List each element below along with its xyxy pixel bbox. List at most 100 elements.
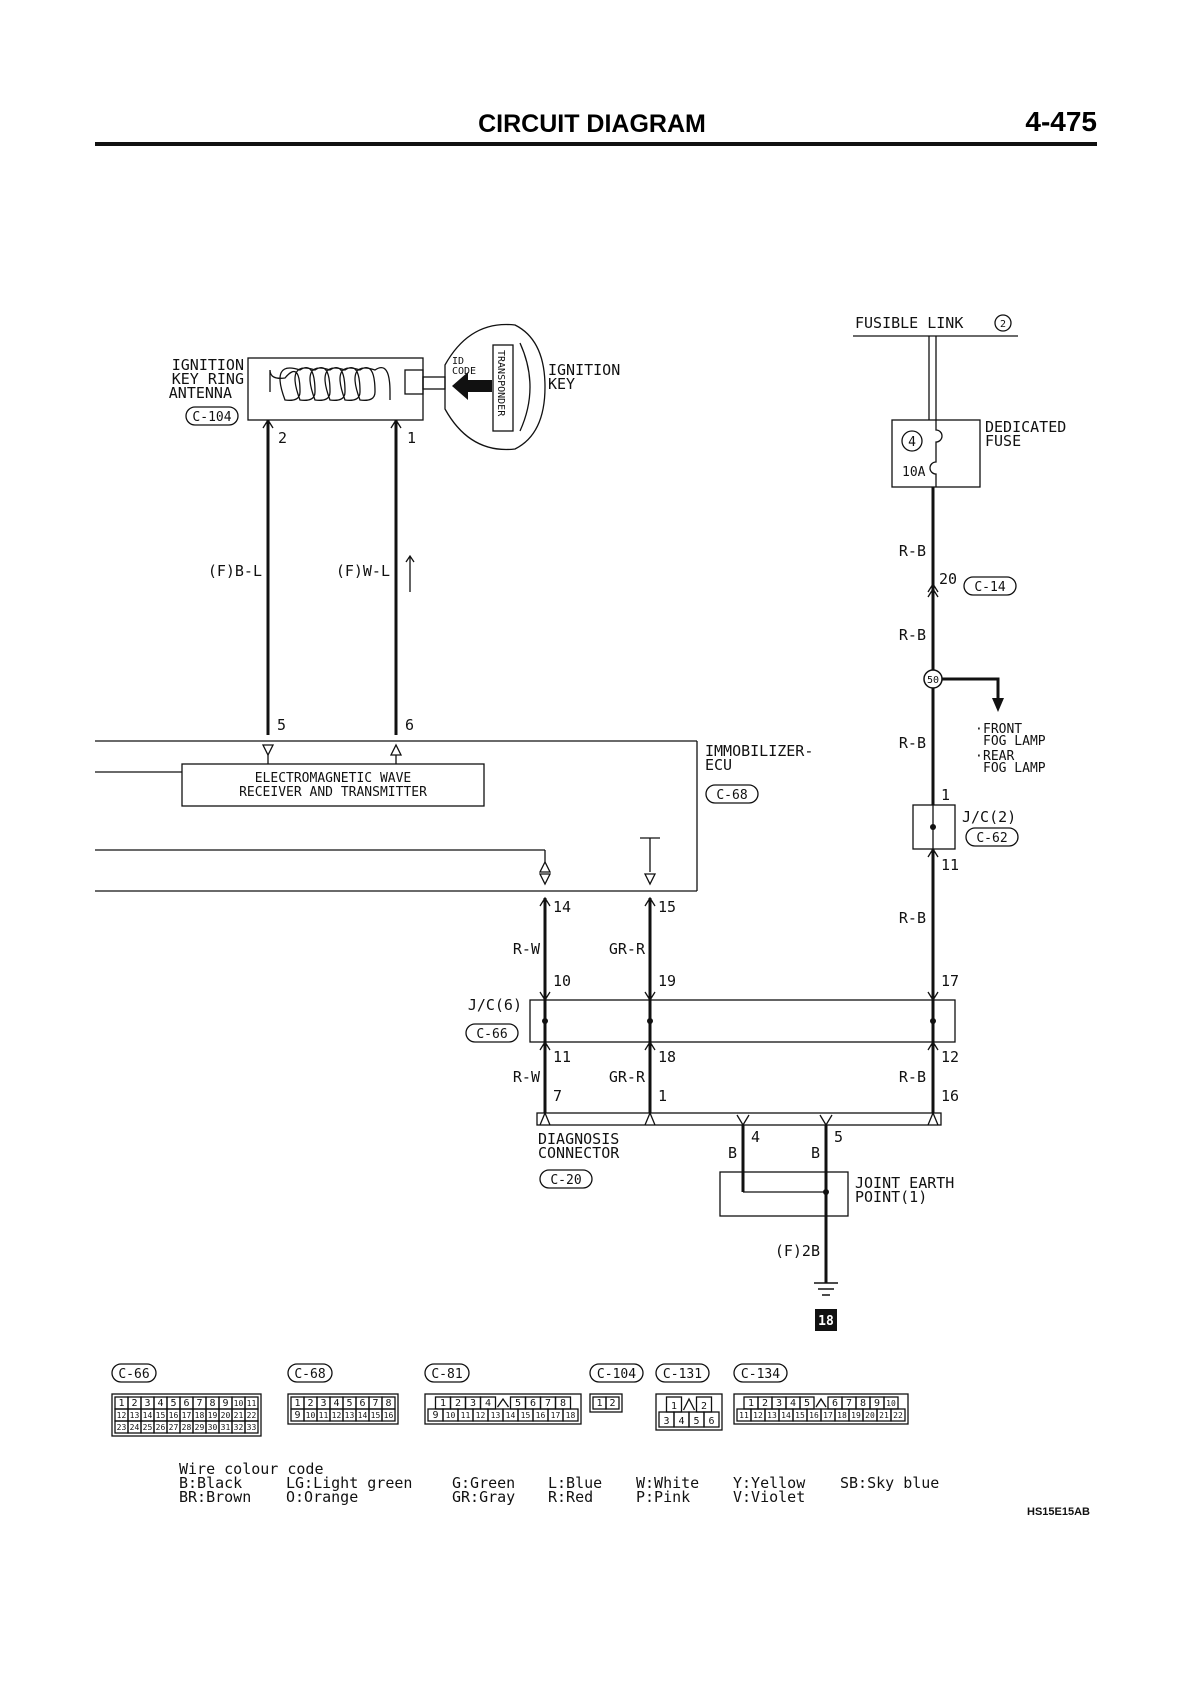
connector-view-pin: 18 — [566, 1411, 576, 1420]
connector-view-pin: 5 — [170, 1398, 176, 1409]
fusible-link-number: 2 — [1000, 319, 1006, 330]
connector-view-pin: 3 — [470, 1398, 476, 1409]
connector-view-pin: 10 — [446, 1411, 456, 1420]
connector-view-pin: 4 — [333, 1398, 339, 1409]
connector-view-pin: 30 — [208, 1423, 218, 1432]
jc6-pin-19: 19 — [658, 972, 676, 990]
earth-box — [719, 1171, 849, 1217]
jc2-dot — [930, 824, 936, 830]
fog-target-2: FOG LAMP — [983, 734, 1046, 749]
jc6-dot-3 — [930, 1018, 936, 1024]
connector-view-cavity — [605, 1396, 620, 1410]
receiver-label-2: RECEIVER AND TRANSMITTER — [239, 785, 427, 800]
wire-label-r-w-2: R-W — [513, 1068, 541, 1086]
connector-view-pin: 14 — [143, 1411, 153, 1420]
jc6-pin-18: 18 — [658, 1048, 676, 1066]
wire-label-r-b-1: R-B — [899, 542, 926, 560]
connector-view-pin: 4 — [485, 1398, 491, 1409]
antenna-block: IGNITION KEY RING ANTENNA C-104 2 1 — [169, 356, 424, 447]
pin14-bidirectional-icon — [538, 860, 552, 886]
legend-o: O:Orange — [286, 1488, 358, 1506]
key-label-1: IGNITION — [548, 361, 620, 379]
connector-view-pin: 4 — [790, 1398, 796, 1409]
connector-view-pin: 1 — [596, 1398, 602, 1409]
jc6-in-marks — [539, 991, 939, 1002]
connector-view-pin: 6 — [708, 1416, 714, 1427]
connector-view-title-5: C-134 — [741, 1367, 780, 1382]
wire-label-r-b-3: R-B — [899, 734, 926, 752]
earth-label-1: JOINT EARTH — [855, 1174, 954, 1192]
connector-view-key-icon — [815, 1397, 827, 1408]
connector-view-pin: 2 — [762, 1398, 768, 1409]
pin15-arrow-icon — [643, 873, 657, 886]
legend-l: L:Blue — [548, 1474, 602, 1492]
wire-label-r-b-2: R-B — [899, 626, 926, 644]
legend-w: W:White — [636, 1474, 699, 1492]
fog-lamp-dot-1: · — [975, 722, 983, 737]
splice-number: 50 — [927, 675, 939, 686]
key-head-icon — [444, 323, 546, 451]
fog-lamp-arrow-icon — [992, 698, 1004, 712]
connector-view-pin: 2 — [455, 1398, 461, 1409]
connector-view-pin: 21 — [234, 1411, 244, 1420]
jc6-connector-badge — [465, 1023, 519, 1043]
ecu-pin-14: 14 — [553, 898, 571, 916]
wire-label-r-b-4: R-B — [899, 909, 926, 927]
connector-view-pin: 14 — [781, 1411, 791, 1420]
connector-view-pin: 17 — [182, 1411, 192, 1420]
key-arc — [519, 342, 531, 432]
connector-view-pin: 26 — [156, 1423, 166, 1432]
connector-view-pin: 6 — [530, 1398, 536, 1409]
connector-view-pin: 11 — [319, 1411, 329, 1420]
connector-view-pin: 1 — [440, 1398, 446, 1409]
connector-view-pin: 1 — [748, 1398, 754, 1409]
jc6-pin-10: 10 — [553, 972, 571, 990]
ecu-connector-badge — [705, 784, 759, 804]
connector-view-pin: 18 — [837, 1411, 847, 1420]
connector-view-pin: 2 — [307, 1398, 313, 1409]
connector-view-pin: 11 — [461, 1411, 471, 1420]
legend-sb: SB:Sky blue — [840, 1474, 939, 1492]
wire-label-gr-r-2: GR-R — [609, 1068, 646, 1086]
wire-label-b-1: B — [728, 1144, 737, 1162]
connector-view-pin: 31 — [221, 1423, 231, 1432]
connector-view-pin: 10 — [306, 1411, 316, 1420]
fog-target-3: REAR — [983, 749, 1014, 764]
ecu-pin-5: 5 — [277, 716, 286, 734]
connector-view-pin: 8 — [385, 1398, 391, 1409]
connector-view-pin: 15 — [795, 1411, 805, 1420]
ecu-pin-15: 15 — [658, 898, 676, 916]
legend-lg: LG:Light green — [286, 1474, 412, 1492]
diag-bar — [536, 1112, 942, 1126]
connector-view-pin: 23 — [117, 1423, 127, 1432]
diag-pin-4: 4 — [751, 1128, 760, 1146]
c14-connector: C-14 — [974, 580, 1005, 595]
connector-view-pin: 8 — [860, 1398, 866, 1409]
connector-view-pin: 32 — [234, 1423, 244, 1432]
antenna-pin-2: 2 — [278, 429, 287, 447]
connector-view-pin: 21 — [879, 1411, 889, 1420]
connector-view-pin: 6 — [183, 1398, 189, 1409]
ecu-out-marks — [539, 896, 656, 907]
connector-view-pin: 7 — [196, 1398, 202, 1409]
page-title: CIRCUIT DIAGRAM — [478, 110, 706, 138]
jc6-out-marks — [539, 1040, 939, 1051]
ecu-pin-6: 6 — [405, 716, 414, 734]
legend-g: G:Green — [452, 1474, 515, 1492]
connector-view-pin: 16 — [536, 1411, 546, 1420]
connector-view-housing-5 — [733, 1393, 909, 1425]
diag-pin-16: 16 — [941, 1087, 959, 1105]
diag-label-1: DIAGNOSIS — [538, 1130, 619, 1148]
connector-view-pin: 22 — [893, 1411, 903, 1420]
legend-br: BR:Brown — [179, 1488, 251, 1506]
antenna-connector: C-104 — [192, 410, 231, 425]
connector-view-pin: 3 — [320, 1398, 326, 1409]
receiver-label-1: ELECTROMAGNETIC WAVE — [255, 771, 412, 786]
connector-view-pin: 11 — [247, 1399, 257, 1408]
transponder-label: TRANSPONDER — [495, 350, 506, 417]
immobilizer-ecu: ELECTROMAGNETIC WAVE RECEIVER AND TRANSM… — [95, 740, 813, 892]
connector-view-pin: 1 — [671, 1401, 677, 1412]
connector-view-pin: 9 — [432, 1410, 438, 1421]
